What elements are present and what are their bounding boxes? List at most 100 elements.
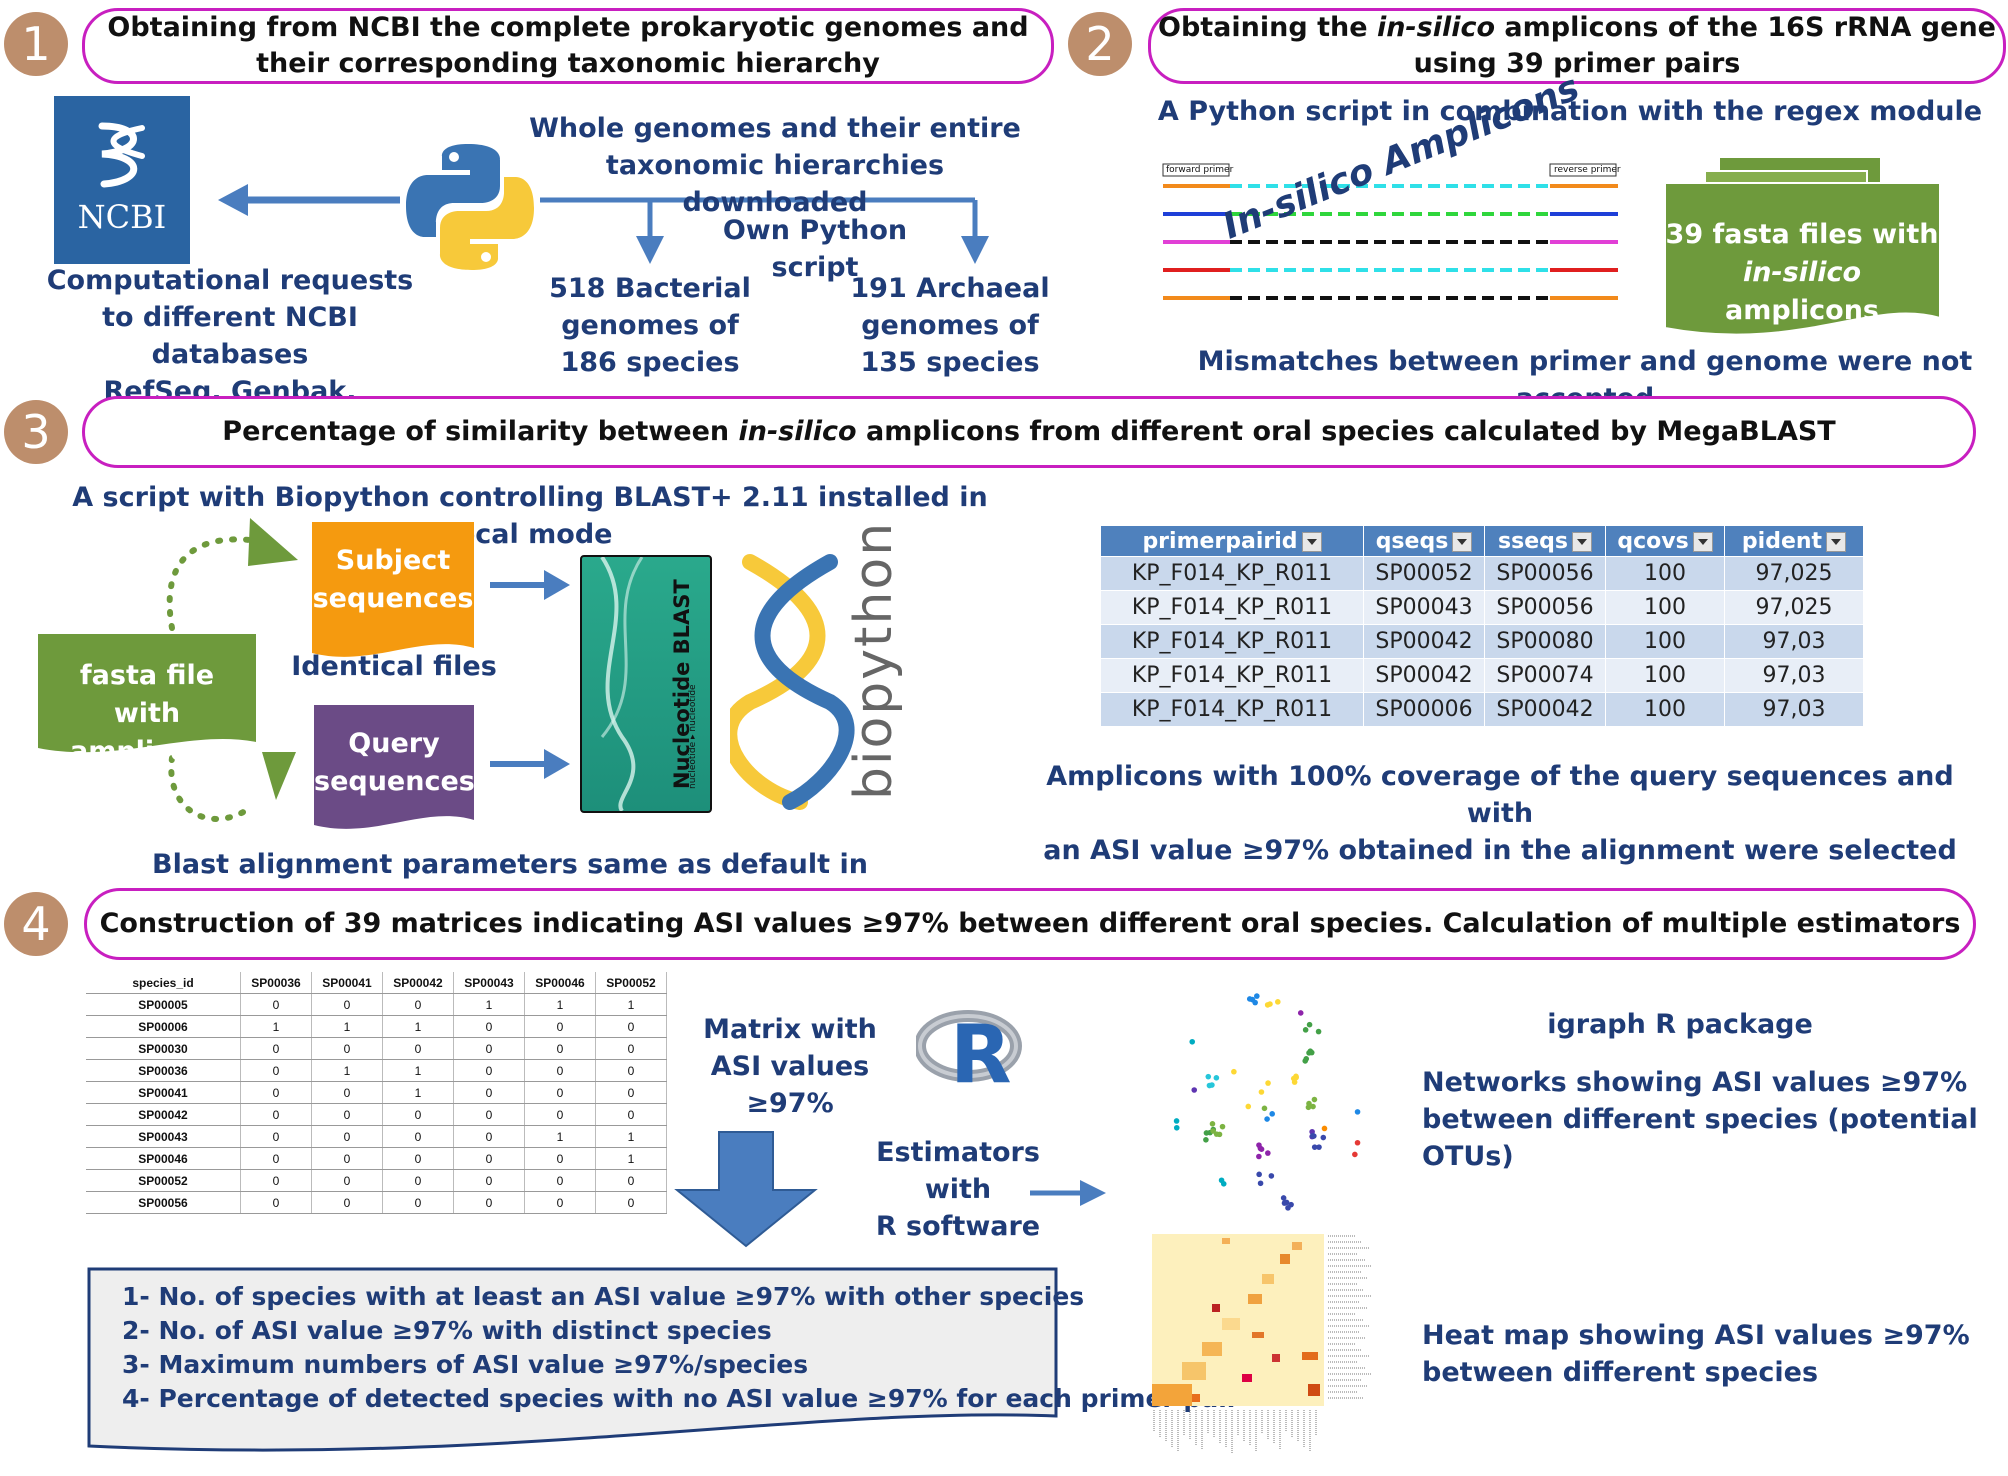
- step-1-title: Obtaining from NCBI the complete prokary…: [82, 8, 1054, 84]
- matrix-cell: 0: [240, 1103, 312, 1126]
- table-cell: SP00006: [1363, 692, 1485, 727]
- matrix-cell: 0: [311, 1103, 383, 1126]
- matrix-cell: 1: [595, 1147, 667, 1170]
- table-cell: SP00052: [1363, 556, 1485, 591]
- matrix-cell: 1: [311, 1059, 383, 1082]
- igraph-label: igraph R package: [1547, 1009, 1813, 1040]
- heat-map-cell: [1212, 1304, 1220, 1312]
- table-cell: 100: [1605, 624, 1725, 659]
- amplicons-selected-label: Amplicons with 100% coverage of the quer…: [1043, 761, 1957, 866]
- matrix-cell: 0: [240, 1191, 312, 1214]
- table-cell: KP_F014_KP_R011: [1100, 624, 1364, 659]
- network-node: [1321, 1125, 1328, 1132]
- table-header-qseqs[interactable]: qseqs: [1363, 525, 1485, 557]
- matrix-cell: SP00041: [86, 1081, 241, 1104]
- estimators-label: Estimators with R software: [875, 1137, 1041, 1242]
- network-node: [1257, 1145, 1264, 1152]
- ncbi-logo-text: NCBI: [77, 198, 167, 236]
- filter-dropdown-icon[interactable]: [1571, 531, 1592, 552]
- network-node: [1275, 999, 1281, 1005]
- network-node: [1191, 1087, 1198, 1093]
- estimator-item: 2- No. of ASI value ≥97% with distinct s…: [122, 1316, 772, 1345]
- table-cell: 97,025: [1724, 590, 1864, 625]
- matrix-cell: 0: [311, 1081, 383, 1104]
- network-node: [1203, 1130, 1210, 1136]
- table-cell: SP00042: [1363, 658, 1485, 693]
- matrix-cell: 1: [524, 993, 596, 1016]
- matrix-cell: 0: [595, 1103, 667, 1126]
- matrix-cell: 0: [382, 993, 454, 1016]
- r-logo-icon: [916, 1010, 1022, 1082]
- table-cell: 97,025: [1724, 556, 1864, 591]
- table-header-qcovs[interactable]: qcovs: [1605, 525, 1725, 557]
- query-sequences-label: Query sequences: [314, 728, 475, 797]
- biopython-script-label: A script with Biopython controlling BLAS…: [72, 482, 988, 550]
- fasta-files-label: 39 fasta files with in-silico amplicons: [1665, 219, 1939, 326]
- table-cell: SP00056: [1484, 556, 1606, 591]
- matrix-header: SP00052: [595, 972, 667, 994]
- filter-dropdown-icon[interactable]: [1452, 531, 1473, 552]
- heat-map-cell: [1280, 1254, 1290, 1264]
- table-cell: 100: [1605, 658, 1725, 693]
- matrix-cell: SP00046: [86, 1147, 241, 1170]
- table-cell: SP00080: [1484, 624, 1606, 659]
- step-1-badge: 1: [4, 12, 68, 76]
- matrix-cell: 0: [240, 1169, 312, 1192]
- matrix-cell: 0: [524, 1147, 596, 1170]
- table-cell: SP00056: [1484, 590, 1606, 625]
- heat-map-cell: [1252, 1332, 1264, 1338]
- heat-map-cell: [1222, 1318, 1240, 1330]
- matrix-cell: 1: [382, 1059, 454, 1082]
- matrix-cell: 0: [524, 1081, 596, 1104]
- table-cell: KP_F014_KP_R011: [1100, 556, 1364, 591]
- bacterial-genomes-label: 518 Bacterial genomes of 186 species: [549, 273, 751, 378]
- table-cell: 97,03: [1724, 624, 1864, 659]
- matrix-cell: 0: [382, 1147, 454, 1170]
- table-cell: 100: [1605, 556, 1725, 591]
- matrix-cell: 0: [453, 1037, 525, 1060]
- table-cell: 100: [1605, 590, 1725, 625]
- table-header-pident[interactable]: pident: [1724, 525, 1864, 557]
- matrix-header: species_id: [86, 972, 241, 994]
- fasta-document-shape: [1664, 182, 1941, 336]
- filter-dropdown-icon[interactable]: [1301, 531, 1322, 552]
- matrix-cell: 1: [382, 1081, 454, 1104]
- table-cell: 97,03: [1724, 692, 1864, 727]
- table-cell: KP_F014_KP_R011: [1100, 692, 1364, 727]
- matrix-cell: 1: [453, 993, 525, 1016]
- filter-dropdown-icon[interactable]: [1692, 531, 1713, 552]
- networks-label: Networks showing ASI values ≥97% between…: [1422, 1067, 1978, 1172]
- network-node: [1268, 1173, 1275, 1179]
- matrix-cell: 0: [311, 993, 383, 1016]
- matrix-header: SP00041: [311, 972, 383, 994]
- network-node: [1320, 1134, 1327, 1141]
- heat-map-cell: [1152, 1384, 1192, 1406]
- heat-map-cell: [1262, 1274, 1274, 1284]
- query-sequences-box: [314, 705, 474, 813]
- subject-sequences-label: Subject sequences: [312, 545, 474, 614]
- network-node: [1354, 1109, 1361, 1115]
- network-node: [1310, 1103, 1316, 1110]
- network-node: [1220, 1181, 1227, 1187]
- matrix-cell: 0: [524, 1103, 596, 1126]
- matrix-cell: 0: [453, 1059, 525, 1082]
- table-cell: 97,03: [1724, 658, 1864, 693]
- matrix-cell: 0: [382, 1037, 454, 1060]
- network-node: [1173, 1124, 1180, 1131]
- estimator-list-box: [87, 1267, 1058, 1452]
- network-node: [1302, 1058, 1309, 1064]
- matrix-cell: 0: [453, 1015, 525, 1038]
- network-node: [1302, 1027, 1309, 1033]
- network-node: [1352, 1151, 1358, 1158]
- table-header-primerpairid[interactable]: primerpairid: [1100, 525, 1364, 557]
- table-cell: SP00042: [1363, 624, 1485, 659]
- table-header-sseqs[interactable]: sseqs: [1484, 525, 1606, 557]
- matrix-cell: 0: [382, 1169, 454, 1192]
- network-node: [1256, 1171, 1262, 1178]
- matrix-cell: 0: [382, 1191, 454, 1214]
- python-regex-label: A Python script in combination with the …: [1157, 96, 1983, 127]
- filter-dropdown-icon[interactable]: [1826, 531, 1847, 552]
